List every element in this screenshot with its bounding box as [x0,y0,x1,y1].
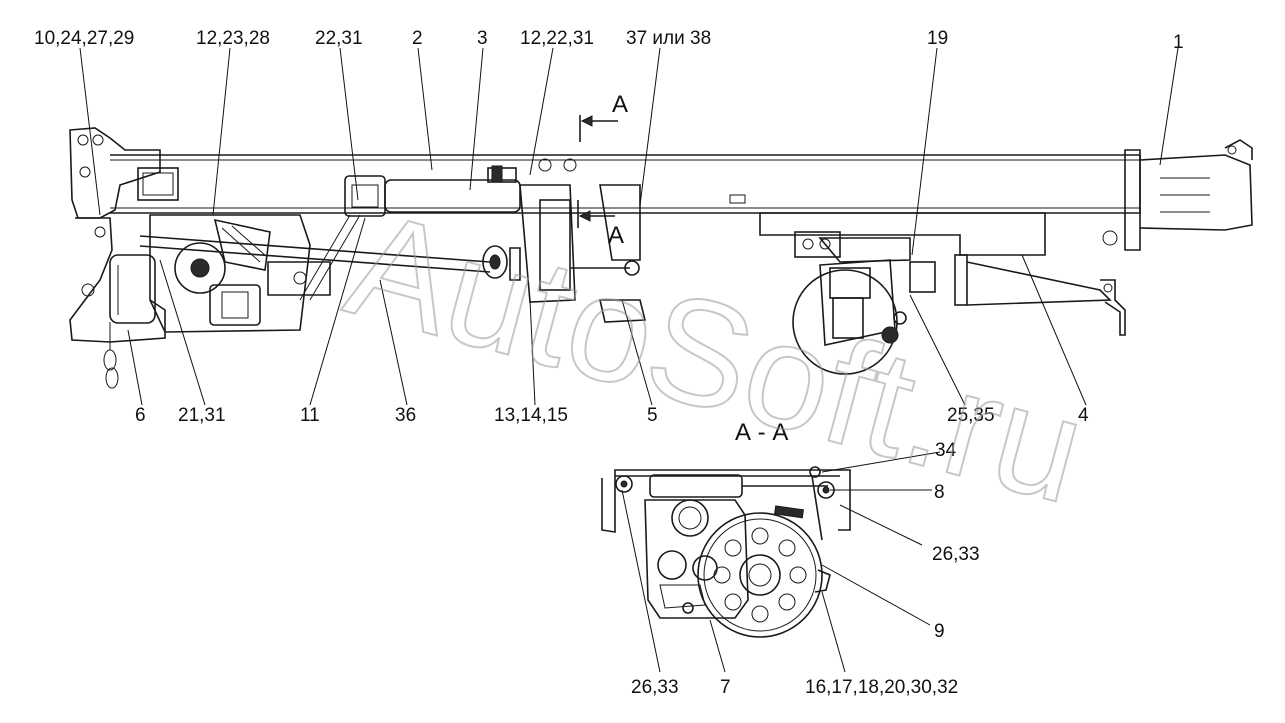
mounting-bracket [69,127,161,219]
callout-label: 2 [412,28,423,49]
watermark: AutoSoft.ru [332,178,1100,535]
callout-label: 1 [1173,32,1184,53]
callout-label: 9 [934,621,945,642]
callout-label: 34 [935,440,957,461]
callout-label: 36 [395,405,416,426]
lower-strut [954,254,968,306]
callout-label: 12,22,31 [520,28,594,49]
callout-label: 4 [1078,405,1089,426]
callout-label: 26,33 [932,544,980,565]
left-cylinder [109,254,156,324]
callout-labels: 10,24,27,29 12,23,28 22,31 2 3 12,22,31 … [34,28,1184,698]
callout-label: 3 [477,28,488,49]
callout-label: 25,35 [947,405,995,426]
callout-label: 11 [300,405,320,426]
section-frame [601,469,851,533]
section-housing [644,499,749,619]
section-title: А - А [735,419,788,446]
right-wheel [792,269,898,375]
callout-label: 26,33 [631,677,679,698]
frame-beam [110,154,1141,214]
main-assembly: А А [69,91,1253,389]
callout-label: 19 [927,28,948,49]
callout-label: 12,23,28 [196,28,270,49]
callout-label: 7 [720,677,731,698]
section-mark-bottom: А [608,222,624,249]
callout-label: 8 [934,482,945,503]
gearbox-housing [149,214,311,333]
leader-lines [79,47,1179,673]
section-disc [697,512,823,638]
callout-label: 13,14,15 [494,405,568,426]
center-bracket [519,184,576,303]
callout-label: 21,31 [178,405,226,426]
section-view [601,466,851,638]
callout-label: 22,31 [315,28,363,49]
beam-end-section [1124,149,1141,251]
drum-gear [174,242,226,294]
callout-label: 5 [647,405,658,426]
section-mark-top: А [612,91,628,118]
callout-label: 6 [135,405,146,426]
callout-label: 37 или 38 [626,28,711,49]
callout-label: 10,24,27,29 [34,28,134,49]
callout-label: 16,17,18,20,30,32 [805,677,958,698]
